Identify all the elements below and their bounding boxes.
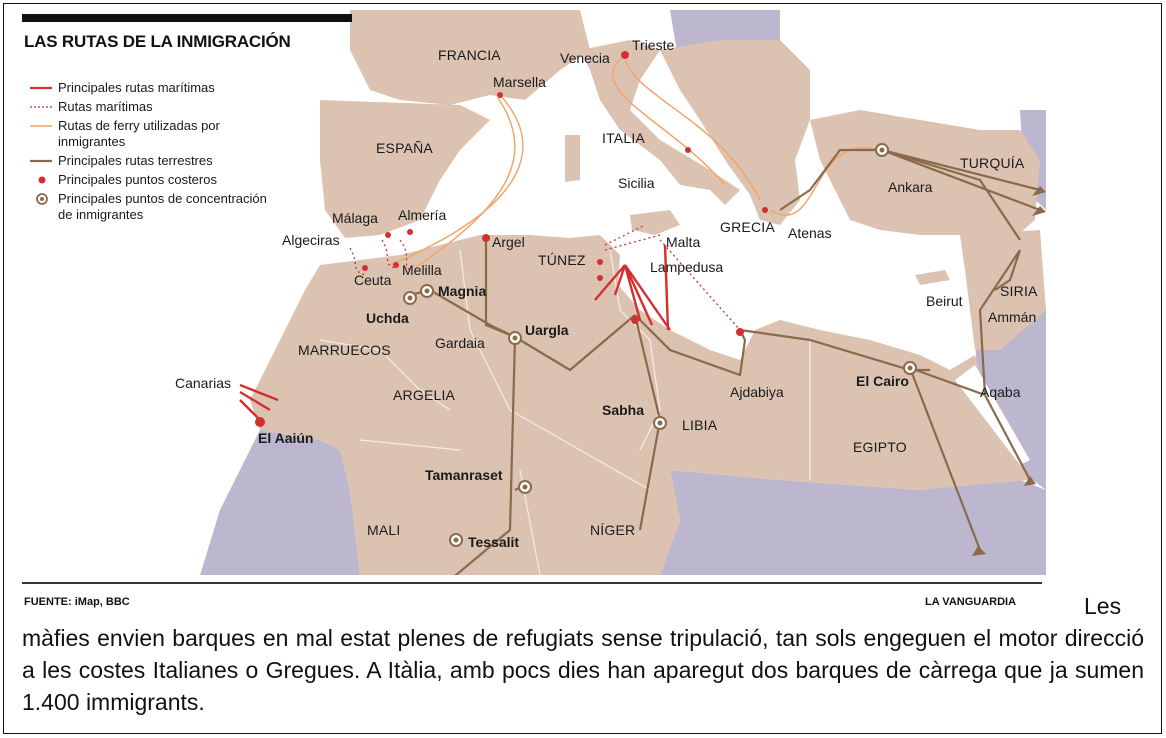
legend-label: Rutas de ferry utilizadas por inmigrante… [58, 118, 220, 149]
label-siria: SIRIA [1000, 283, 1038, 299]
legend-item-ferry: Rutas de ferry utilizadas por inmigrante… [28, 118, 288, 150]
legend-item-land: Principales rutas terrestres [28, 153, 288, 169]
source-credit: FUENTE: iMap, BBC [24, 596, 130, 608]
legend-item-main-sea: Principales rutas marítimas [28, 80, 288, 96]
land-italy [580, 40, 740, 205]
legend-item-concentration: Principales puntos de concentración de i… [28, 191, 288, 223]
label-malaga: Málaga [332, 210, 378, 226]
label-atenas: Atenas [788, 225, 832, 241]
land-turkey [810, 110, 1040, 250]
caption-text: Les màfies envien barques en mal estat p… [22, 593, 1144, 715]
land-cyprus [915, 270, 950, 285]
solid-red-line-icon [28, 80, 58, 96]
label-canarias: Canarias [175, 375, 231, 391]
principal-sea-routes [239, 244, 671, 421]
land-spain [320, 100, 490, 238]
dotted-sea-routes [349, 224, 741, 331]
legend-item-sea: Rutas marítimas [28, 99, 288, 115]
label-ajdabiya: Ajdabiya [730, 384, 784, 400]
source-value: iMap, BBC [74, 596, 130, 608]
label-ankara: Ankara [888, 179, 933, 195]
concentration-points [403, 143, 917, 547]
label-uchda: Uchda [366, 310, 409, 326]
land-sicily [630, 210, 680, 235]
label-magnia: Magnia [438, 283, 486, 299]
legend-label: Principales puntos de concentración de i… [58, 191, 267, 222]
label-sabha: Sabha [602, 402, 644, 418]
land-sardinia [565, 135, 580, 182]
label-ceuta: Ceuta [354, 272, 392, 288]
label-francia: FRANCIA [438, 47, 501, 63]
source-label: FUENTE: [24, 596, 72, 608]
label-grecia: GRECIA [720, 219, 775, 235]
migration-map: FRANCIA ESPAÑA ITALIA GRECIA TURQUÍA SIR… [20, 10, 1046, 575]
label-gardaia: Gardaia [435, 335, 485, 351]
land-west-africa-other [200, 430, 360, 575]
label-turquia: TURQUÍA [960, 155, 1025, 171]
ferry-routes [389, 54, 881, 269]
orange-line-icon [28, 118, 58, 134]
label-sicilia: Sicilia [618, 175, 655, 191]
land-france [350, 10, 590, 105]
label-amman: Ammán [988, 309, 1036, 325]
map-legend: Principales rutas marítimas Rutas maríti… [28, 80, 288, 226]
label-malta: Malta [666, 234, 700, 250]
red-dot-icon [28, 172, 58, 188]
label-el-cairo: El Cairo [856, 373, 909, 389]
label-marsella: Marsella [493, 74, 546, 90]
label-espana: ESPAÑA [376, 140, 433, 156]
label-niger: NÍGER [590, 522, 635, 538]
land-sub-sahara-other [660, 470, 1046, 575]
dotted-red-line-icon [28, 99, 58, 115]
land-north-africa [250, 235, 1030, 575]
legend-item-coastal: Principales puntos costeros [28, 172, 288, 188]
legend-label: Principales rutas terrestres [58, 153, 213, 168]
label-beirut: Beirut [926, 293, 963, 309]
label-marruecos: MARRUECOS [298, 342, 391, 358]
land-balkans-greece [660, 40, 810, 225]
brown-ring-icon [28, 191, 58, 207]
coastal-points [255, 51, 768, 427]
label-algeciras: Algeciras [282, 232, 340, 248]
label-italia: ITALIA [602, 130, 645, 146]
label-almeria: Almería [398, 207, 446, 223]
legend-label: Principales rutas marítimas [58, 80, 215, 95]
label-el-aaiun: El Aaiún [258, 430, 314, 446]
label-tessalit: Tessalit [468, 534, 519, 550]
legend-label: Principales puntos costeros [58, 172, 217, 187]
label-argel: Argel [492, 234, 525, 250]
footer-rule [22, 582, 1042, 584]
label-melilla: Melilla [402, 262, 442, 278]
map-title: LAS RUTAS DE LA INMIGRACIÓN [24, 32, 291, 51]
label-tunez: TÚNEZ [538, 252, 586, 268]
label-mali: MALI [367, 522, 400, 538]
brown-line-icon [28, 153, 58, 169]
label-lampedusa: Lampedusa [650, 259, 723, 275]
land-route-arrows [972, 186, 1046, 556]
land-routes [409, 148, 1041, 575]
label-libia: LIBIA [682, 417, 718, 433]
label-egipto: EGIPTO [853, 439, 907, 455]
label-venecia: Venecia [560, 50, 610, 66]
label-aqaba: Aqaba [980, 384, 1021, 400]
map-canvas: FRANCIA ESPAÑA ITALIA GRECIA TURQUÍA SIR… [20, 10, 1046, 575]
label-uargla: Uargla [525, 322, 569, 338]
title-bar [22, 14, 352, 22]
label-trieste: Trieste [632, 37, 674, 53]
land-arabia-other [975, 310, 1046, 490]
label-tamanraset: Tamanraset [425, 467, 503, 483]
legend-label: Rutas marítimas [58, 99, 153, 114]
label-argelia: ARGELIA [393, 387, 456, 403]
brand-credit: LA VANGUARDIA [925, 596, 1017, 608]
